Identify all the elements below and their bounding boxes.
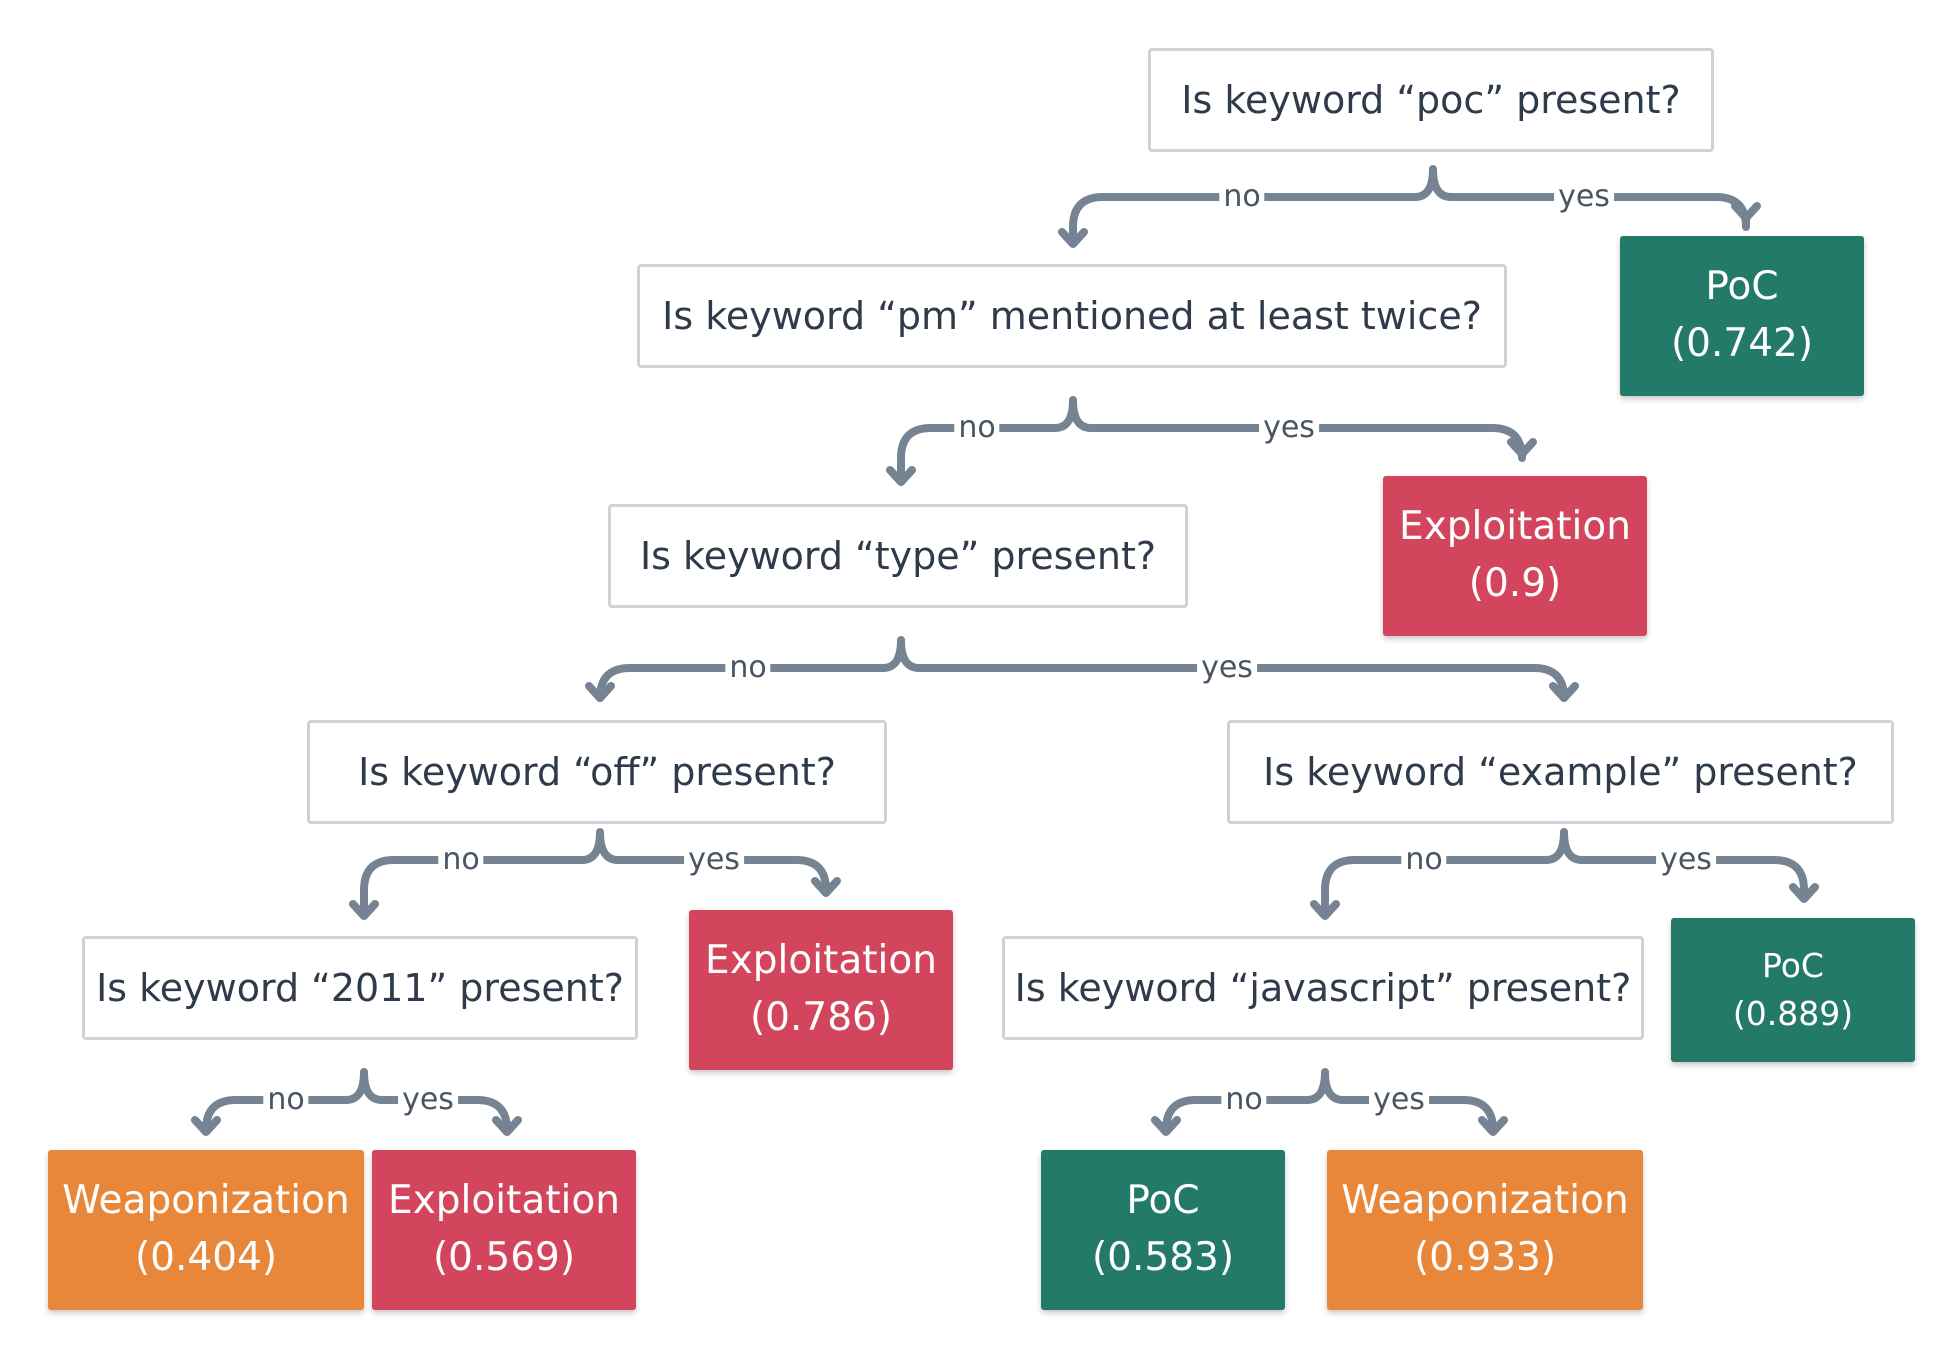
leaf-score: (0.933) xyxy=(1413,1235,1557,1280)
arrowhead xyxy=(349,900,379,920)
branch-label-yes: yes xyxy=(398,1080,458,1120)
question-2011: Is keyword “2011” present? xyxy=(82,936,638,1040)
branch-label-no: no xyxy=(263,1080,309,1120)
leaf-exploitation-0786: Exploitation (0.786) xyxy=(689,910,953,1070)
arrowhead xyxy=(1058,228,1088,248)
arrowhead xyxy=(585,682,615,702)
leaf-label: Exploitation xyxy=(1399,504,1631,550)
leaf-score: (0.742) xyxy=(1670,321,1814,366)
leaf-poc-0889: PoC (0.889) xyxy=(1671,918,1915,1062)
branch-label-no: no xyxy=(438,840,484,880)
leaf-exploitation-09: Exploitation (0.9) xyxy=(1383,476,1647,636)
connector-line xyxy=(1069,193,1419,246)
leaf-label: Exploitation xyxy=(705,938,937,984)
leaf-label: Exploitation xyxy=(388,1178,620,1224)
connector-line xyxy=(1162,1096,1311,1134)
question-pm: Is keyword “pm” mentioned at least twice… xyxy=(637,264,1507,368)
branch-label-no: no xyxy=(1219,177,1265,217)
arrowhead xyxy=(1151,1116,1181,1136)
question-type: Is keyword “type” present? xyxy=(608,504,1188,608)
branch-label-no: no xyxy=(1221,1080,1267,1120)
connector-line xyxy=(1578,856,1808,901)
branch-label-yes: yes xyxy=(1259,408,1319,448)
connector-line xyxy=(1411,165,1455,201)
leaf-label: Weaponization xyxy=(1341,1178,1629,1224)
leaf-label: Weaponization xyxy=(62,1178,350,1224)
arrowhead xyxy=(1789,883,1819,903)
leaf-score: (0.786) xyxy=(749,995,893,1040)
arrowhead xyxy=(886,466,916,486)
question-poc: Is keyword “poc” present? xyxy=(1148,48,1714,152)
arrowhead xyxy=(811,877,841,897)
leaf-weaponization-0404: Weaponization (0.404) xyxy=(48,1150,364,1310)
connector-line xyxy=(1339,1096,1497,1134)
arrowhead xyxy=(1549,682,1579,702)
branch-label-yes: yes xyxy=(1369,1080,1429,1120)
branch-label-yes: yes xyxy=(1197,648,1257,688)
connector-line xyxy=(378,1096,511,1134)
leaf-exploitation-0569: Exploitation (0.569) xyxy=(372,1150,636,1310)
connector-line xyxy=(897,424,1059,484)
leaf-poc-0583: PoC (0.583) xyxy=(1041,1150,1285,1310)
arrowhead xyxy=(191,1116,221,1136)
leaf-score: (0.569) xyxy=(432,1235,576,1280)
branch-label-no: no xyxy=(954,408,1000,448)
question-javascript: Is keyword “javascript” present? xyxy=(1002,936,1644,1040)
question-example: Is keyword “example” present? xyxy=(1227,720,1894,824)
arrowhead xyxy=(1507,438,1537,458)
leaf-label: PoC xyxy=(1705,264,1779,310)
branch-label-no: no xyxy=(725,648,771,688)
branch-label-yes: yes xyxy=(684,840,744,880)
leaf-score: (0.583) xyxy=(1091,1235,1235,1280)
connector-line xyxy=(342,1068,386,1104)
connector-line xyxy=(202,1096,350,1134)
leaf-score: (0.9) xyxy=(1468,561,1562,606)
leaf-score: (0.404) xyxy=(134,1235,278,1280)
connector-line xyxy=(879,636,923,672)
connector-line xyxy=(360,856,586,918)
leaf-weaponization-0933: Weaponization (0.933) xyxy=(1327,1150,1643,1310)
branch-label-yes: yes xyxy=(1656,840,1716,880)
leaf-poc-0742: PoC (0.742) xyxy=(1620,236,1864,396)
leaf-score: (0.889) xyxy=(1732,994,1854,1033)
leaf-label: PoC xyxy=(1762,946,1824,986)
branch-label-no: no xyxy=(1401,840,1447,880)
arrowhead xyxy=(1731,202,1761,222)
connector-line xyxy=(1051,396,1095,432)
question-off: Is keyword “off” present? xyxy=(307,720,887,824)
connector-line xyxy=(1321,856,1550,918)
connector-line xyxy=(1303,1068,1347,1104)
connector-line xyxy=(578,828,622,864)
leaf-label: PoC xyxy=(1126,1178,1200,1224)
arrowhead xyxy=(1478,1116,1508,1136)
arrowhead xyxy=(492,1116,522,1136)
branch-label-yes: yes xyxy=(1554,177,1614,217)
arrowhead xyxy=(1310,900,1340,920)
connector-line xyxy=(1542,828,1586,864)
